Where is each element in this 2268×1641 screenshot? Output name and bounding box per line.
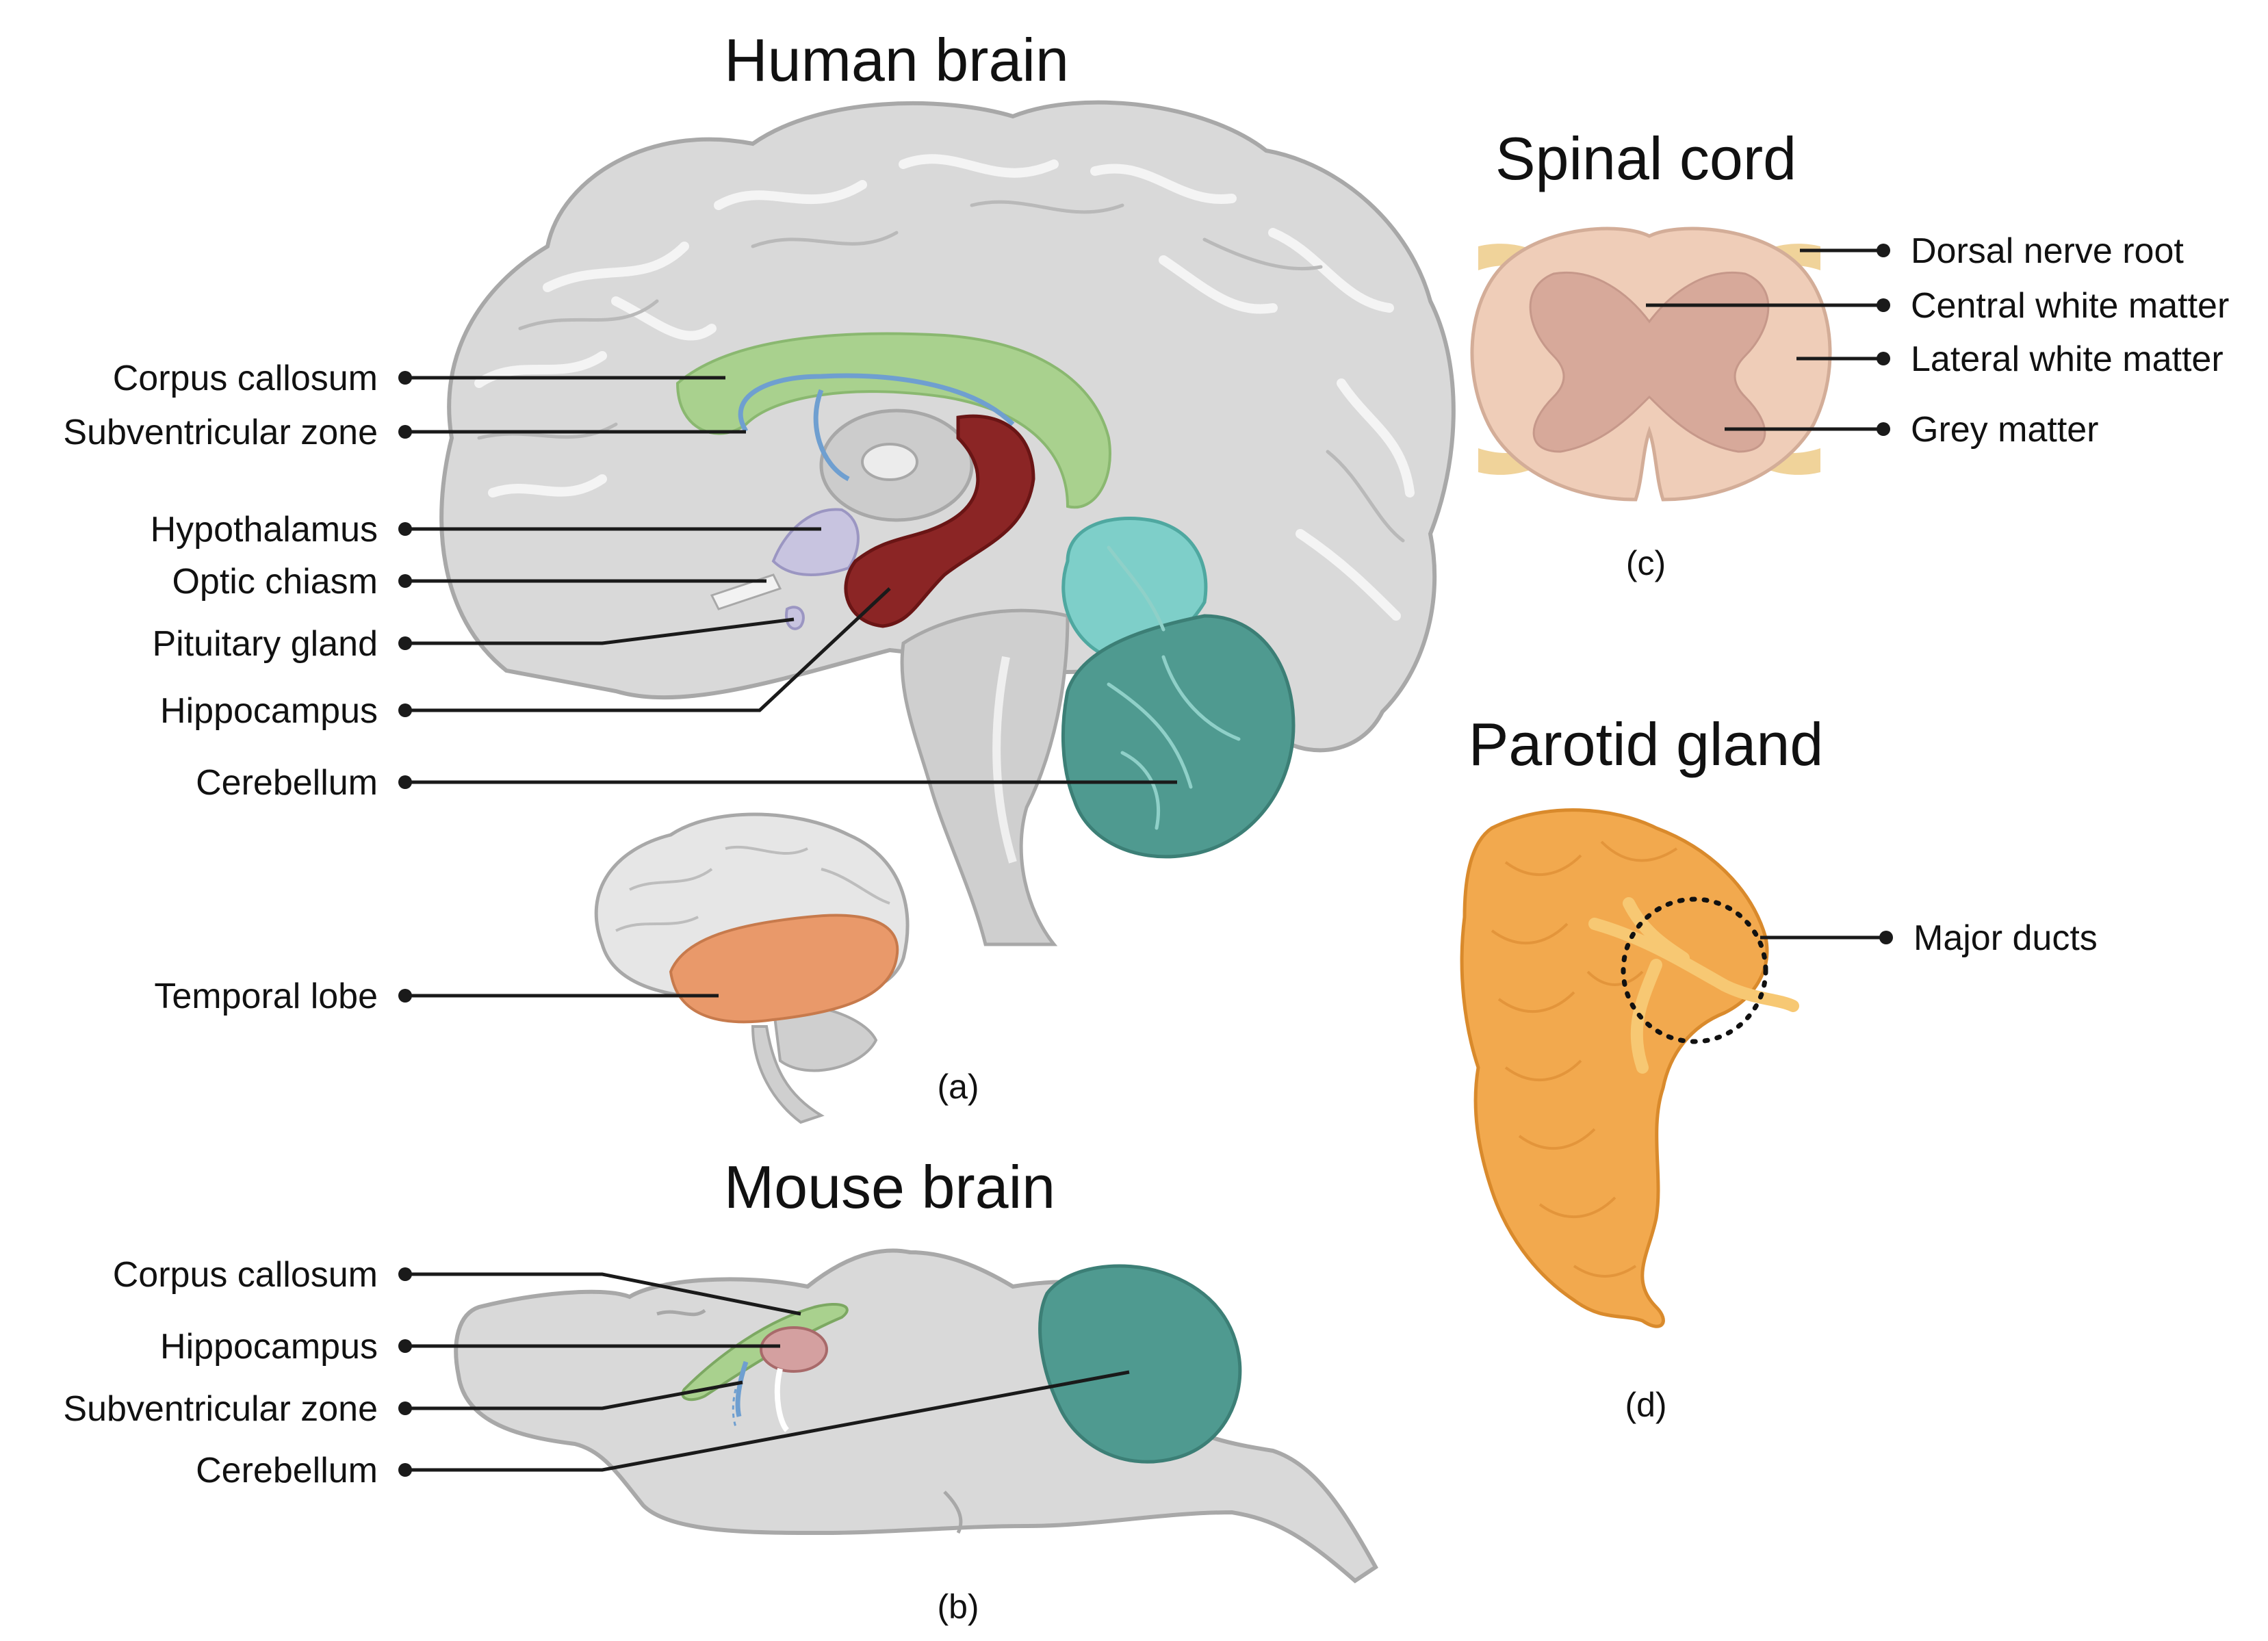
major-ducts-highlight-circle: [1621, 896, 1768, 1044]
label-major-ducts: Major ducts: [1913, 918, 2098, 958]
spinal-cord-panel: Spinal cord Dorsal nerve root Central wh…: [1470, 125, 2229, 582]
parotid-lobules: [1491, 840, 1678, 1278]
human-cerebellum-folia: [1107, 545, 1241, 830]
label-human-corpus-callosum: Corpus callosum: [113, 359, 378, 398]
panel-label-c: (c): [1626, 544, 1666, 582]
human-hypothalamus: [771, 508, 860, 576]
mouse-leaders: [398, 1267, 1130, 1477]
human-brain-panel: Human brain: [63, 26, 1456, 1124]
label-human-hypothalamus: Hypothalamus: [151, 510, 378, 550]
human-thalamus-center: [861, 443, 918, 481]
panel-label-d: (d): [1625, 1386, 1666, 1424]
human-leaders: [398, 371, 1177, 1003]
human-corpus-callosum: [675, 332, 1111, 509]
human-brain-title: Human brain: [724, 26, 1069, 94]
panel-label-a: (a): [937, 1068, 979, 1106]
temporal-lobe-brain: [594, 812, 910, 1124]
human-pituitary-gland: [785, 606, 805, 630]
mouse-brain-fold: [943, 1490, 963, 1534]
human-cerebellum: [1061, 614, 1296, 859]
label-dorsal-nerve-root: Dorsal nerve root: [1911, 231, 2184, 271]
parotid-gland-title: Parotid gland: [1469, 710, 1824, 778]
label-human-subventricular-zone: Subventricular zone: [63, 413, 378, 452]
human-hippocampus: [844, 414, 1035, 628]
panel-label-b: (b): [937, 1588, 979, 1626]
parotid-gland-panel: Parotid gland Major ducts (d): [1460, 710, 2098, 1424]
label-mouse-corpus-callosum: Corpus callosum: [113, 1255, 378, 1295]
mouse-svz-dashed: [732, 1388, 737, 1427]
mouse-brain-body: [454, 1248, 1378, 1584]
label-human-pituitary-gland: Pituitary gland: [152, 624, 378, 664]
mouse-brain-panel: Mouse brain Corpus callosum Hippocampus …: [63, 1153, 1378, 1626]
spinal-cord-grey-matter: [1529, 272, 1770, 453]
human-subventricular-zone: [738, 373, 1015, 432]
mouse-ventricle: [774, 1368, 790, 1432]
mouse-brain-sulcus: [656, 1308, 706, 1317]
label-human-optic-chiasm: Optic chiasm: [172, 562, 378, 602]
label-mouse-subventricular-zone: Subventricular zone: [63, 1389, 378, 1429]
parotid-gland-body: [1460, 808, 1769, 1328]
label-human-hippocampus: Hippocampus: [160, 691, 378, 731]
spinal-leaders: [1646, 244, 1890, 436]
mouse-hippocampus: [760, 1326, 828, 1373]
label-human-temporal-lobe: Temporal lobe: [154, 977, 378, 1016]
label-central-white-matter: Central white matter: [1911, 286, 2229, 326]
mini-brain-gyri: [615, 845, 890, 932]
spinal-cord-title: Spinal cord: [1495, 125, 1796, 192]
human-svz-ventricle: [813, 389, 850, 482]
human-brainstem: [900, 608, 1070, 946]
human-brain-sulci: [477, 200, 1405, 543]
mouse-subventricular-zone: [735, 1360, 749, 1417]
brainstem-highlight: [992, 656, 1017, 864]
temporal-lobe: [669, 914, 899, 1024]
mouse-cerebellum: [1038, 1264, 1242, 1464]
label-mouse-cerebellum: Cerebellum: [196, 1451, 378, 1490]
mouse-brain-title: Mouse brain: [724, 1153, 1055, 1221]
label-grey-matter: Grey matter: [1911, 410, 2099, 450]
label-lateral-white-matter: Lateral white matter: [1911, 339, 2224, 379]
mini-brainstem: [751, 1025, 825, 1124]
label-mouse-hippocampus: Hippocampus: [160, 1327, 378, 1367]
human-brain-gyri: [474, 154, 1415, 621]
label-human-cerebellum: Cerebellum: [196, 763, 378, 803]
